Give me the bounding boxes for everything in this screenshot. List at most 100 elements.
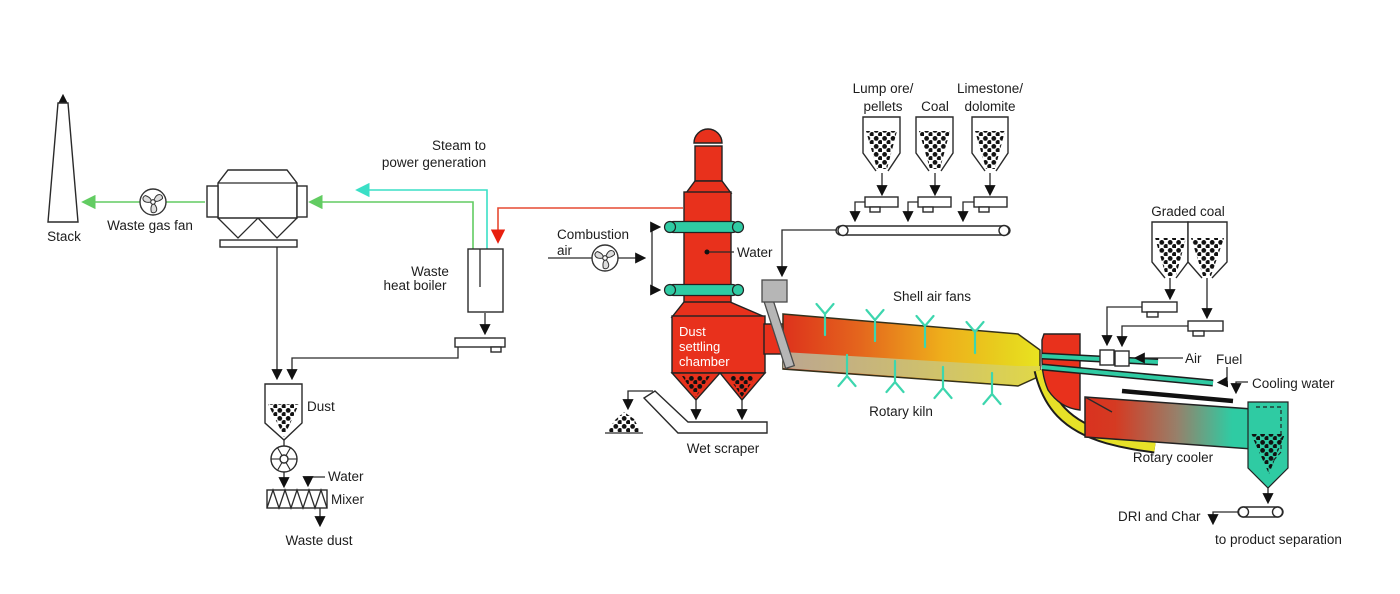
label-chamber-3: chamber [679,354,730,369]
belt-to-kiln-feed-line [776,229,837,278]
waste-heat-boiler-group: Waste heat boiler [286,248,506,381]
gas-line-boiler-to-esp [308,194,474,249]
waste-heat-boiler [467,248,504,313]
product-roller-right [1271,506,1284,518]
chamber-hopper-left-dust [682,376,710,397]
label-fuel: Fuel [1216,352,1242,367]
limestone-hopper-contents [975,131,1005,169]
wet-scraper-chute [642,390,768,434]
cooling-water-spray-bar [1121,388,1234,404]
coal-feeder [917,196,952,208]
cooler-fold-line [1084,396,1113,413]
discharge-cooler-group: Rotary cooler [1033,333,1253,465]
label-water-mixer: Water [328,469,364,484]
graded-coal-contents-2 [1191,238,1224,276]
dust-handling-group: Dust Water Mixer Waste dust [264,383,365,548]
chamber-neck [694,145,723,182]
steam-lines: Steam to power generation [355,138,488,249]
water-to-mixer-arrow [302,476,325,488]
product-discharge-group: DRI and Char to product separation [1118,401,1342,547]
band-bar [667,220,739,234]
ore-feeder-foot [869,206,881,213]
limestone-feeder-foot [978,206,990,213]
label-waste-gas-fan: Waste gas fan [107,218,193,233]
scraper-discharge-arrow [622,390,653,411]
belt-roller-left [837,224,849,237]
product-hopper-contents [1251,434,1285,474]
ore-feeder [864,196,899,208]
feed-conveyor-belt [835,225,1011,236]
label-chamber-1: Dust [679,324,706,339]
label-dust: Dust [307,399,335,414]
stack-chimney [47,102,79,223]
label-wet-scraper: Wet scraper [687,441,760,456]
label-shell-air-fans: Shell air fans [893,289,971,304]
coal-feeder-2 [1187,320,1224,332]
label-combustion-1: Combustion [557,227,629,242]
esp-hoppers [217,217,298,239]
coal-injection-port-2 [1114,350,1130,367]
label-water-top: Water [737,245,773,260]
label-steam-1: Steam to [432,138,486,153]
chamber-shoulder-lower [670,301,766,318]
label-coal: Coal [921,99,949,114]
chamber-box [671,315,766,374]
label-ore-1: Lump ore/ [853,81,914,96]
coal-feeder-foot [922,206,934,213]
waste-gas-line-group: Waste gas fan [81,188,474,249]
graded-coal-contents-1 [1155,238,1186,276]
band-end-left [663,220,677,234]
fuel-arrow [1216,367,1229,388]
band-end-right [731,283,745,297]
label-air: Air [1185,351,1202,366]
coal2-injection-line [1116,325,1188,348]
feed-hoppers-group: Lump ore/ pellets Coal Limestone/ dolomi… [776,81,1023,278]
label-rotary-cooler: Rotary cooler [1133,450,1214,465]
label-graded-coal: Graded coal [1151,204,1225,219]
label-lime-1: Limestone/ [957,81,1023,96]
label-boiler-2: heat boiler [383,278,447,293]
label-stack: Stack [47,229,81,244]
rotary-kiln-group: Shell air fans Rotary kiln [761,279,1041,419]
label-ore-2: pellets [863,99,902,114]
chamber-hopper-right-dust [728,376,756,397]
coal-to-belt-arrow [902,201,918,223]
wet-scraper-group: Wet scraper [605,390,768,456]
label-dri-char: DRI and Char [1118,509,1201,524]
rotary-valve-icon [270,445,298,473]
label-combustion-2: air [557,243,573,258]
boiler-dust-line [286,347,459,381]
coal1-injection-line [1101,306,1142,347]
label-chamber-2: settling [679,339,720,354]
esp-body [217,169,298,219]
valve-hub [279,454,289,464]
band-end-left [663,283,677,297]
limestone-to-belt-arrow [957,201,974,223]
band-bar [667,283,739,297]
mixer-screw [266,487,328,511]
chamber-dome [693,128,723,144]
esp-base [219,239,298,248]
coal-feeder-1-foot [1146,311,1159,318]
stack-group: Stack [47,93,81,244]
esp-right-cap [296,185,308,218]
label-steam-2: power generation [382,155,486,170]
esp-precipitator [206,169,308,381]
coal-feeder-2-foot [1192,330,1205,337]
air-band-lower [663,283,745,297]
product-roller-left [1237,506,1250,518]
product-out-arrow [1207,511,1238,526]
fuel-pipe [1041,365,1214,385]
band-end-right [731,220,745,234]
dust-bin-contents [268,404,299,437]
waste-gas-fan-icon [139,188,167,216]
label-rotary-kiln: Rotary kiln [869,404,933,419]
chamber-shoulder-upper [684,180,733,194]
combustion-air-group: Combustion air [548,221,662,296]
ore-to-belt-arrow [849,201,865,223]
label-lime-2: dolomite [964,99,1015,114]
label-waste-dust: Waste dust [285,533,352,548]
air-band-upper [663,220,745,234]
